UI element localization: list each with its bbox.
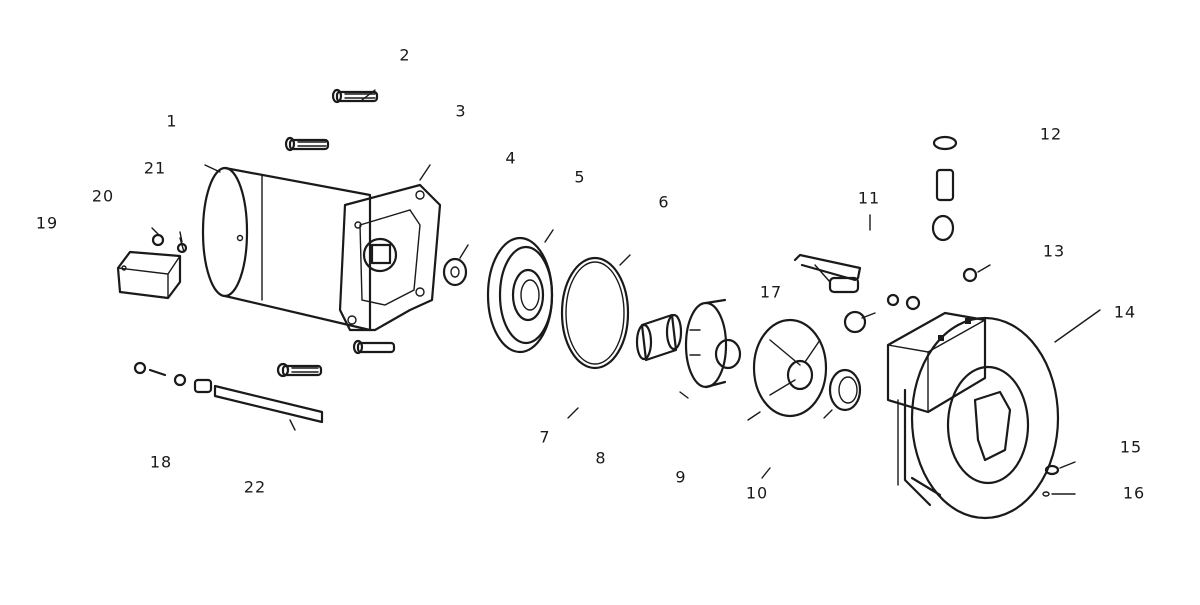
shaft-assembly — [133, 361, 324, 424]
callout-10: 10 — [745, 483, 769, 503]
callout-15: 15 — [1119, 437, 1143, 457]
callout-20: 20 — [91, 186, 115, 206]
callout-8: 8 — [595, 448, 607, 468]
seal-plate — [486, 236, 554, 354]
callout-22: 22 — [243, 477, 267, 497]
bolt-bottom — [276, 362, 323, 378]
callout-13: 13 — [1042, 241, 1066, 261]
washer — [442, 257, 468, 287]
impeller — [684, 298, 742, 389]
bolt-top — [331, 88, 379, 104]
callout-17: 17 — [759, 282, 783, 302]
callout-18: 18 — [149, 452, 173, 472]
drain-plug — [1042, 464, 1060, 497]
wear-ring — [828, 368, 862, 412]
leader-lines — [151, 89, 1101, 495]
pump-housing — [886, 311, 1060, 520]
callout-5: 5 — [574, 167, 586, 187]
switch-box — [116, 250, 182, 300]
callout-12: 12 — [1039, 124, 1063, 144]
nut — [962, 267, 978, 283]
callout-3: 3 — [455, 101, 467, 121]
callout-2: 2 — [399, 45, 411, 65]
ejector-tube — [793, 253, 921, 334]
callout-1: 1 — [166, 111, 178, 131]
pressure-switch-parts — [931, 135, 958, 242]
bolt-upper — [284, 136, 330, 152]
callout-16: 16 — [1122, 483, 1146, 503]
o-ring — [560, 256, 630, 370]
bolt-lower — [352, 339, 396, 355]
small-nut — [151, 233, 188, 254]
motor-body — [201, 166, 372, 332]
diffuser — [752, 318, 828, 418]
callout-19: 19 — [35, 213, 59, 233]
callout-14: 14 — [1113, 302, 1137, 322]
motor-flange — [338, 183, 442, 332]
shaft-seal — [635, 313, 683, 362]
callout-6: 6 — [658, 192, 670, 212]
callout-11: 11 — [857, 188, 881, 208]
callout-4: 4 — [505, 148, 517, 168]
callout-9: 9 — [675, 467, 687, 487]
callout-21: 21 — [143, 158, 167, 178]
callout-7: 7 — [539, 427, 551, 447]
